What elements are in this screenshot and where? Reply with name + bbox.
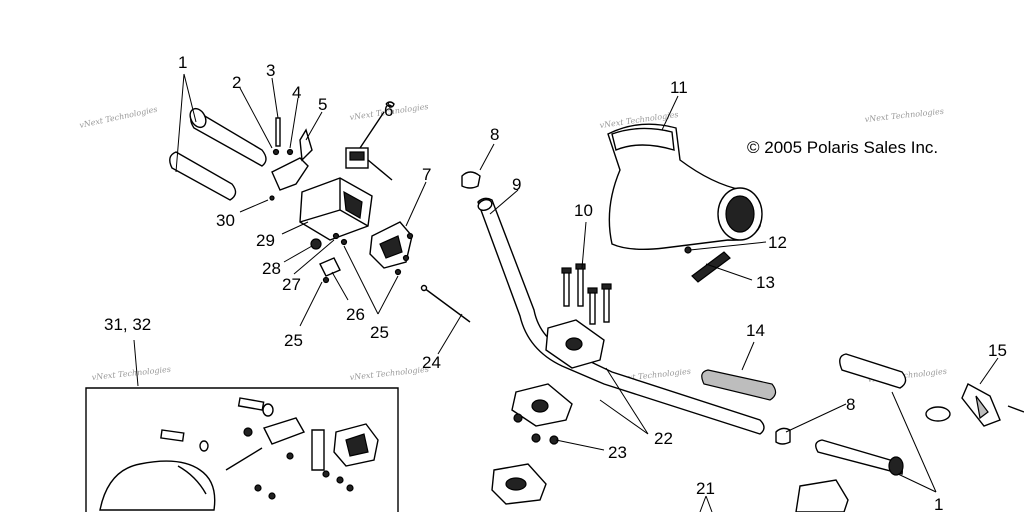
- callout-24: 24: [422, 353, 441, 372]
- callout-10: 10: [574, 201, 593, 220]
- callouts: 1 2 3 4 5 30 29 28 27 26 25 25 7 6 8 9 1…: [104, 53, 1007, 512]
- callout-25a: 25: [284, 331, 303, 350]
- callout-23: 23: [608, 443, 627, 462]
- plug-8-top: [461, 171, 481, 189]
- callout-8-top: 8: [490, 125, 499, 144]
- leader-lines: [133, 73, 999, 512]
- callout-26: 26: [346, 305, 365, 324]
- callout-15: 15: [988, 341, 1007, 360]
- callout-13: 13: [756, 273, 775, 292]
- callout-30: 30: [216, 211, 235, 230]
- nut-28: [310, 238, 322, 250]
- callout-3: 3: [266, 61, 275, 80]
- callout-12: 12: [768, 233, 787, 252]
- strap-13: [691, 251, 731, 283]
- watermark: vNext Technologies: [864, 107, 944, 124]
- screw-25a: [322, 276, 330, 284]
- cable-24: [423, 287, 471, 323]
- screw-27: [332, 232, 340, 240]
- cover-11: [607, 123, 763, 251]
- housing-7: [369, 221, 414, 269]
- grip-left-upper: [189, 107, 267, 167]
- bolts-10: [561, 263, 612, 325]
- copyright-text: © 2005 Polaris Sales Inc.: [747, 138, 938, 157]
- screw-30: [269, 195, 275, 201]
- callout-5: 5: [318, 95, 327, 114]
- clamp-22-upper: [545, 319, 605, 369]
- callout-8-right: 8: [846, 395, 855, 414]
- nuts-23: [513, 413, 559, 445]
- callout-31-32: 31, 32: [104, 315, 151, 334]
- part-15: [925, 383, 1024, 427]
- callout-4: 4: [292, 83, 301, 102]
- inset-box-31-32: [85, 387, 399, 512]
- callout-2: 2: [232, 73, 241, 92]
- callout-28: 28: [262, 259, 281, 278]
- callout-9: 9: [512, 175, 521, 194]
- hardware-2-3-4: [272, 117, 294, 156]
- callout-29: 29: [256, 231, 275, 250]
- callout-6: 6: [384, 101, 393, 120]
- clip-26: [319, 257, 341, 277]
- clamp-22-lower: [511, 383, 573, 427]
- part-21: [491, 463, 849, 512]
- grip-left-lower: [169, 151, 237, 201]
- bracket-5: [271, 128, 313, 191]
- screw-25b: [394, 268, 402, 276]
- callout-25b: 25: [370, 323, 389, 342]
- handlebar-9: [477, 197, 765, 435]
- callout-14: 14: [746, 321, 765, 340]
- watermark: vNext Technologies: [349, 365, 429, 382]
- callout-7: 7: [422, 165, 431, 184]
- callout-21: 21: [696, 479, 715, 498]
- grip-right-lower: [815, 439, 904, 476]
- callout-11: 11: [670, 78, 688, 97]
- connector-6: [345, 101, 395, 181]
- callout-27: 27: [282, 275, 301, 294]
- callout-22: 22: [654, 429, 673, 448]
- grip-14: [701, 369, 777, 401]
- callout-1: 1: [178, 53, 187, 72]
- callout-1-right: 1: [934, 495, 943, 512]
- screw-27b: [340, 238, 348, 246]
- cable-end-24: [420, 284, 428, 292]
- watermark: vNext Technologies: [91, 365, 171, 382]
- grip-right-upper: [839, 353, 907, 389]
- switch-housing-29: [299, 177, 373, 241]
- watermark: vNext Technologies: [79, 105, 159, 130]
